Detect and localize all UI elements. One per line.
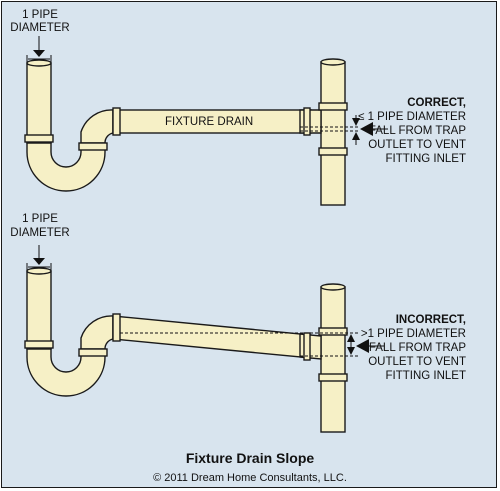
coupling-tailpiece-top [24,134,54,143]
pointer-arrow-bottom [356,339,369,353]
correct-note-1: ≤ 1 PIPE DIAMETER [358,111,466,123]
coupling-tailpiece-bottom [24,340,54,349]
incorrect-note-2: FALL FROM TRAP [369,342,466,354]
correct-status: CORRECT, [407,97,466,109]
fixture-drain-label: FIXTURE DRAIN [165,116,253,128]
diameter-arrow-bottom [33,258,45,265]
correct-labels: 1 PIPE DIAMETER FIXTURE DRAIN CORRECT, ≤… [10,9,466,165]
correct-note-2: FALL FROM TRAP [369,125,466,137]
coupling-arm-top [112,107,121,136]
incorrect-status: INCORRECT, [396,314,466,326]
diameter-label-bottom-1: 1 PIPE [22,213,58,225]
diameter-arrow-top [33,50,45,57]
coupling-arm-bottom [112,313,121,342]
incorrect-note-1: >1 PIPE DIAMETER [361,328,466,340]
vent-stack-top-opening [320,58,346,66]
incorrect-assembly [24,245,384,433]
diagram-title: Fixture Drain Slope [186,450,315,466]
coupling-bend-top [78,142,108,151]
diameter-label-bottom-2: DIAMETER [10,227,69,239]
correct-note-4: FITTING INLET [386,153,467,165]
coupling-stack-lower-bottom [318,373,348,382]
correct-assembly [24,36,388,206]
vent-stack-bottom-opening [320,283,346,291]
tailpiece-bottom-opening [26,267,52,275]
tailpiece-top-opening [26,59,52,67]
coupling-bend-bottom [78,348,108,357]
tailpiece-top [26,62,52,144]
trap-arm-bottom [80,315,114,350]
pointer-arrow-top [360,122,373,136]
diameter-label-top-1: 1 PIPE [22,9,58,21]
tee-coupling-top [303,107,311,136]
incorrect-note-4: FITTING INLET [386,370,467,382]
trap-arm-top [80,109,114,144]
vent-stack-bottom [320,286,346,433]
copyright: © 2011 Dream Home Consultants, LLC. [153,472,347,484]
coupling-stack-lower-top [318,147,348,156]
fixture-drain-bottom [112,315,312,359]
correct-note-3: OUTLET TO VENT [368,139,466,151]
tailpiece-bottom [26,270,52,350]
diameter-label-top-2: DIAMETER [10,22,69,34]
incorrect-labels: 1 PIPE DIAMETER INCORRECT, >1 PIPE DIAME… [10,213,466,382]
vent-stack-top [320,61,346,206]
incorrect-note-3: OUTLET TO VENT [368,356,466,368]
coupling-stack-upper-bottom [318,327,348,336]
p-trap-bend-top [26,142,106,192]
p-trap-bend-bottom [26,348,106,397]
coupling-stack-upper-top [318,102,348,111]
